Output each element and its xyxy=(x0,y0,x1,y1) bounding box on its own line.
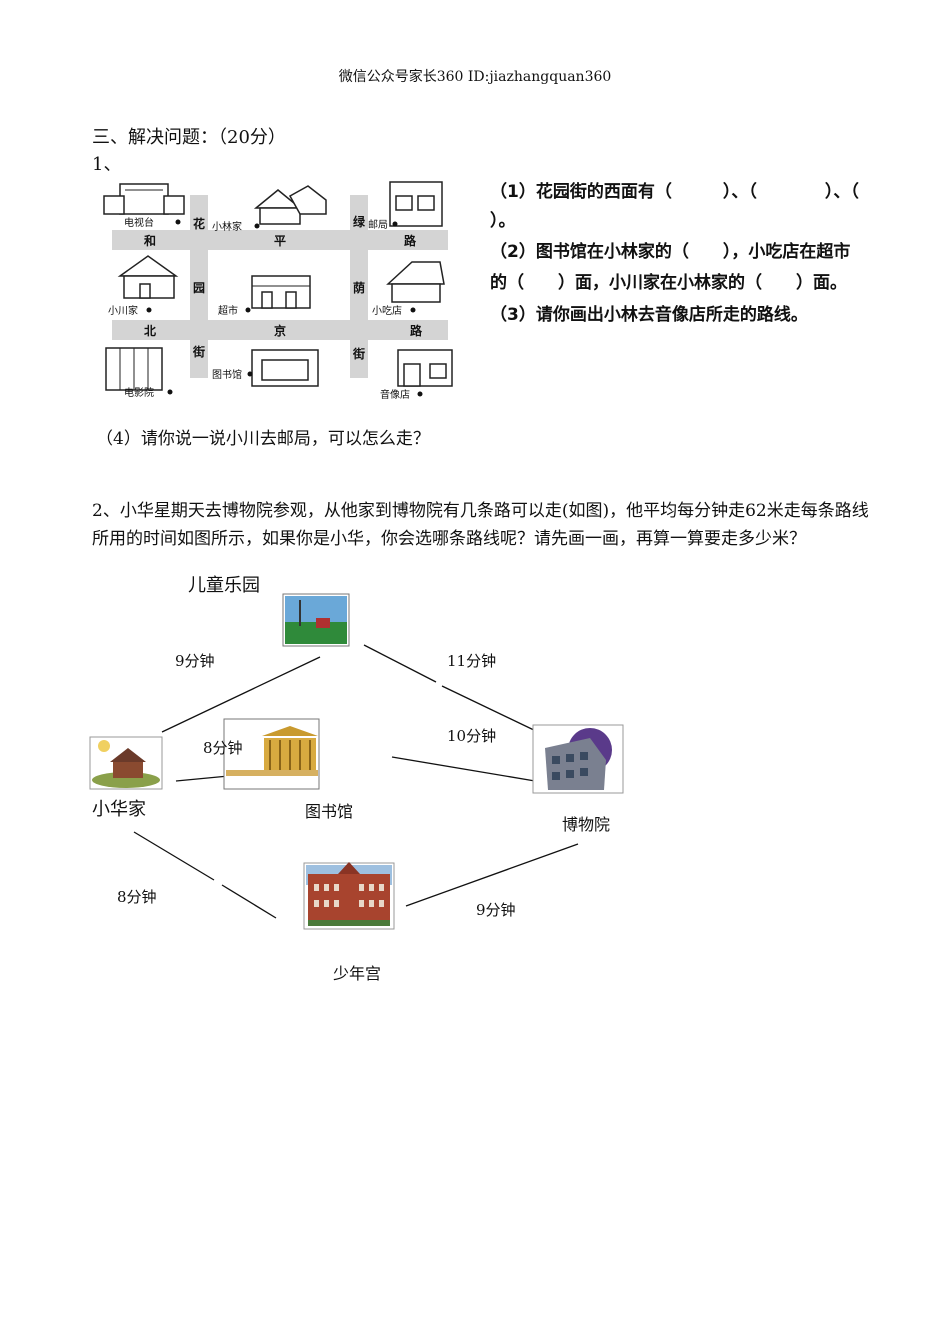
place-music: 音像店 xyxy=(380,388,410,401)
q1-sub4: （4）请你说一说小川去邮局，可以怎么走？ xyxy=(96,429,430,449)
building-supermarket-icon xyxy=(251,275,311,309)
q1-sub1-line2: ）。 xyxy=(490,211,516,231)
road-char-bei: 北 xyxy=(144,323,156,338)
question-1-number: 1、 xyxy=(92,154,122,175)
time-home-library: 8分钟 xyxy=(203,739,243,757)
road-huayuan xyxy=(190,195,208,378)
park-picture-icon xyxy=(282,593,350,647)
time-park-museum: 11分钟 xyxy=(447,652,497,670)
road-char-ping: 平 xyxy=(274,234,286,248)
road-char-hua: 花 xyxy=(193,216,205,231)
time-palace-museum: 9分钟 xyxy=(476,901,516,919)
line-library-museum xyxy=(391,756,536,782)
line-home-palace-b xyxy=(221,884,277,919)
line-park-museum-a xyxy=(363,644,437,683)
palace-picture-icon xyxy=(303,862,395,930)
label-home: 小华家 xyxy=(92,799,146,820)
place-xiaochuan: 小川家 xyxy=(108,304,138,317)
time-home-palace: 8分钟 xyxy=(117,888,157,906)
q1-sub1-line1: （1）花园街的西面有（ ）、（ ）、（ xyxy=(490,182,859,202)
building-library-icon xyxy=(251,349,319,387)
road-char-jing: 京 xyxy=(274,323,286,338)
building-xiaochuan-home-icon xyxy=(117,255,179,299)
time-home-park: 9分钟 xyxy=(175,652,215,670)
q1-sub2-line2: 的（ ）面，小川家在小林家的（ ）面。 xyxy=(490,273,847,293)
section-title: 三、解决问题：（20分） xyxy=(92,127,286,148)
building-tv-station-icon xyxy=(103,183,185,215)
time-library-museum: 10分钟 xyxy=(447,727,497,745)
road-char-lu2: 路 xyxy=(410,323,423,338)
q1-sub3: （3）请你画出小林去音像店所走的路线。 xyxy=(490,305,808,325)
page-header: 微信公众号家长360 ID:jiazhangquan360 xyxy=(338,69,612,85)
q2-text: 2、小华星期天去博物院参观，从他家到博物院有几条路可以走(如图)，他平均每分钟走… xyxy=(92,501,869,549)
line-palace-museum xyxy=(405,843,579,907)
line-home-park xyxy=(161,656,321,733)
road-char-he: 和 xyxy=(143,233,156,248)
label-palace: 少年宫 xyxy=(333,964,382,983)
place-post: 邮局 xyxy=(368,218,388,231)
q1-sub2-line1: （2）图书馆在小林家的（ ），小吃店在超市 xyxy=(490,242,851,262)
museum-picture-icon xyxy=(532,724,624,794)
line-home-palace-a xyxy=(133,831,215,881)
label-library: 图书馆 xyxy=(305,802,354,821)
road-char-lv: 绿 xyxy=(353,214,366,229)
library-picture-icon xyxy=(223,718,320,790)
place-xiaolin: 小林家 xyxy=(212,220,242,233)
place-tv: 电视台 xyxy=(124,216,154,229)
road-char-lu1: 路 xyxy=(404,233,417,248)
building-cinema-icon xyxy=(105,347,163,391)
road-lvyin xyxy=(350,195,368,378)
place-cinema: 电影院 xyxy=(124,386,154,399)
building-music-shop-icon xyxy=(397,349,453,387)
label-park: 儿童乐园 xyxy=(188,575,260,596)
home-picture-icon xyxy=(89,736,163,790)
building-post-office-icon xyxy=(389,181,443,227)
road-char-jie2: 街 xyxy=(352,346,365,361)
place-snack: 小吃店 xyxy=(372,304,402,317)
road-char-yin: 荫 xyxy=(353,280,365,295)
road-char-jie1: 街 xyxy=(192,344,205,359)
place-market: 超市 xyxy=(218,304,238,317)
line-park-museum-b xyxy=(441,685,539,733)
building-snack-shop-icon xyxy=(386,261,445,303)
label-museum: 博物院 xyxy=(562,815,611,834)
road-char-yuan: 园 xyxy=(193,281,205,295)
building-xiaolin-home-icon xyxy=(253,185,327,225)
place-library: 图书馆 xyxy=(212,368,242,381)
